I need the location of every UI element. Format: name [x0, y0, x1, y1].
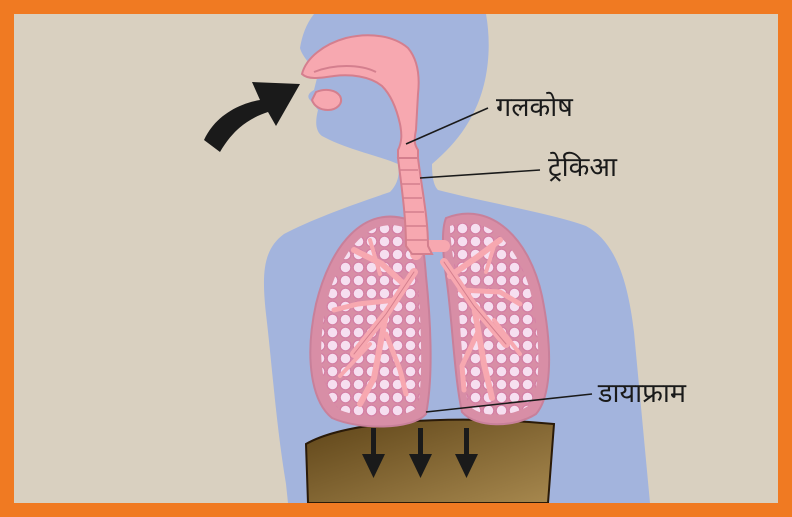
label-trachea: ट्रेकिआ: [548, 154, 617, 181]
respiratory-system-figure: [14, 14, 778, 503]
mouth-tongue: [312, 90, 341, 110]
label-diaphragm: डायाफ्राम: [598, 380, 686, 407]
inhale-arrow-icon: [204, 82, 300, 152]
label-pharynx: गलकोष: [496, 94, 573, 121]
diaphragm: [306, 420, 554, 503]
